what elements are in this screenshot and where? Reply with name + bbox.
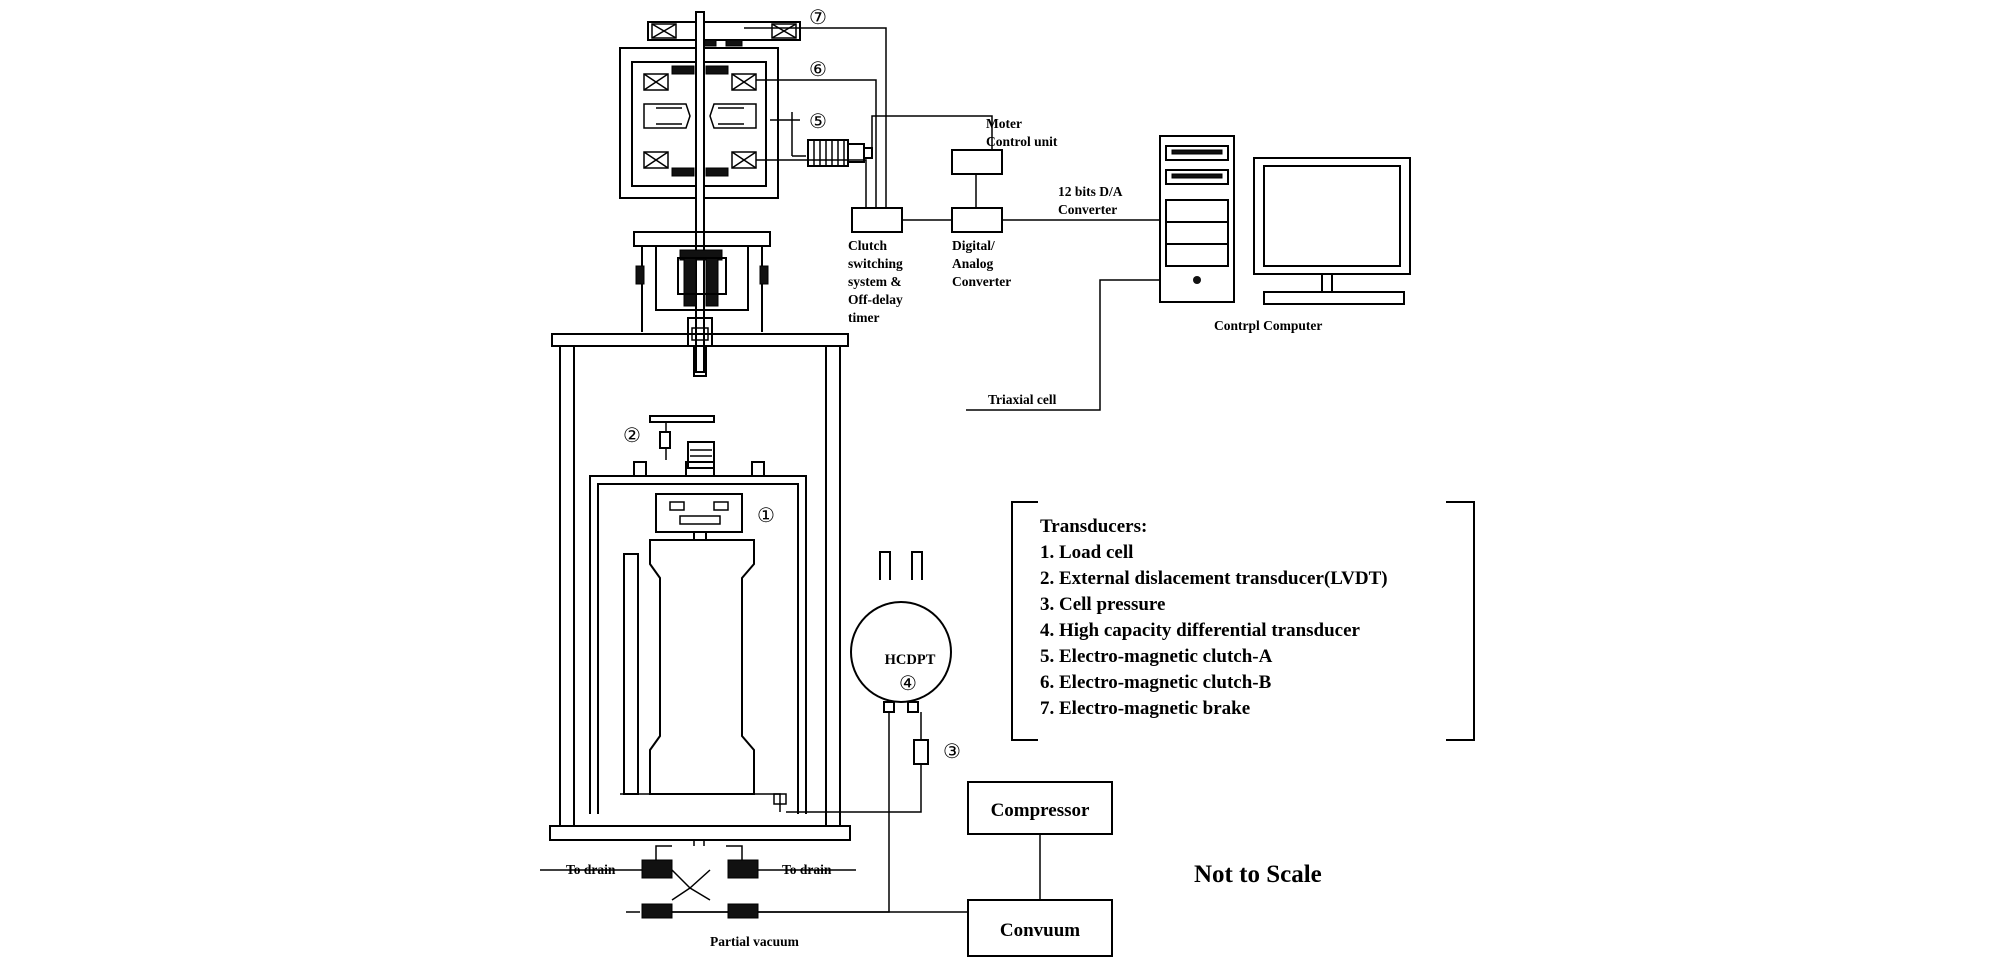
- upper-frame: [633, 231, 771, 377]
- digital-analog-label-2: Analog: [952, 256, 994, 271]
- control-computer: [1159, 135, 1411, 305]
- marker-5: ⑤: [809, 111, 827, 133]
- digital-analog-label-3: Converter: [952, 274, 1011, 289]
- marker-6: ⑥: [809, 59, 827, 81]
- control-wiring: [744, 27, 1160, 411]
- not-to-scale-label: Not to Scale: [1194, 861, 1322, 888]
- transducer-legend-item-1: 1. Load cell: [1040, 542, 1133, 563]
- hcdpt-transducer: [654, 551, 952, 913]
- triaxial-cell-label: Triaxial cell: [988, 392, 1057, 407]
- digital-analog-label-1: Digital/: [952, 238, 995, 253]
- clutch-switch-label-4: Off-delay: [848, 292, 903, 307]
- triaxial-cell-chamber: [589, 461, 807, 814]
- marker-4: ④: [899, 673, 917, 695]
- clutch-switch-label-5: timer: [848, 310, 879, 325]
- transducer-legend: Transducers: 1. Load cell 2. External di…: [1040, 516, 1388, 719]
- transducer-legend-item-5: 5. Electro-magnetic clutch-A: [1040, 646, 1273, 667]
- motor-control-label-2: Control unit: [986, 134, 1058, 149]
- compressor-label: Compressor: [991, 800, 1090, 821]
- loading-shaft: [695, 11, 705, 373]
- transducer-bracket: [1011, 501, 1475, 741]
- partial-vacuum-label: Partial vacuum: [710, 934, 800, 949]
- transducer-legend-item-3: 3. Cell pressure: [1040, 594, 1165, 615]
- clutch-switch-label-3: system &: [848, 274, 902, 289]
- marker-2: ②: [623, 425, 641, 447]
- control-computer-label: Contrpl Computer: [1214, 318, 1322, 333]
- to-drain-right-label: To drain: [782, 862, 832, 877]
- pressure-sources: [967, 781, 1113, 957]
- hcdpt-label: HCDPT: [885, 652, 936, 668]
- transducer-legend-heading: Transducers:: [1040, 516, 1147, 537]
- transducer-legend-item-2: 2. External dislacement transducer(LVDT): [1040, 568, 1388, 589]
- drain-valves: [540, 840, 968, 919]
- motor-coil: [807, 139, 873, 167]
- transducer-legend-item-7: 7. Electro-magnetic brake: [1040, 698, 1250, 719]
- convuum-label: Convuum: [1000, 920, 1080, 941]
- dac-label-1: 12 bits D/A: [1058, 184, 1123, 199]
- to-drain-left-label: To drain: [566, 862, 616, 877]
- transducer-legend-item-4: 4. High capacity differential transducer: [1040, 620, 1361, 641]
- lvdt: [649, 415, 715, 469]
- clutch-switch-label-1: Clutch: [848, 238, 887, 253]
- dac-label-2: Converter: [1058, 202, 1117, 217]
- motor-control-label-1: Moter: [986, 116, 1022, 131]
- transducer-legend-item-6: 6. Electro-magnetic clutch-B: [1040, 672, 1272, 693]
- electro-magnetic-brake: [647, 21, 801, 47]
- clutch-switch-label-2: switching: [848, 256, 903, 271]
- loading-frame: [549, 333, 851, 841]
- marker-1: ①: [757, 505, 775, 527]
- marker-7: ⑦: [809, 7, 827, 29]
- marker-3: ③: [943, 741, 961, 763]
- clutch-housing: [619, 47, 806, 199]
